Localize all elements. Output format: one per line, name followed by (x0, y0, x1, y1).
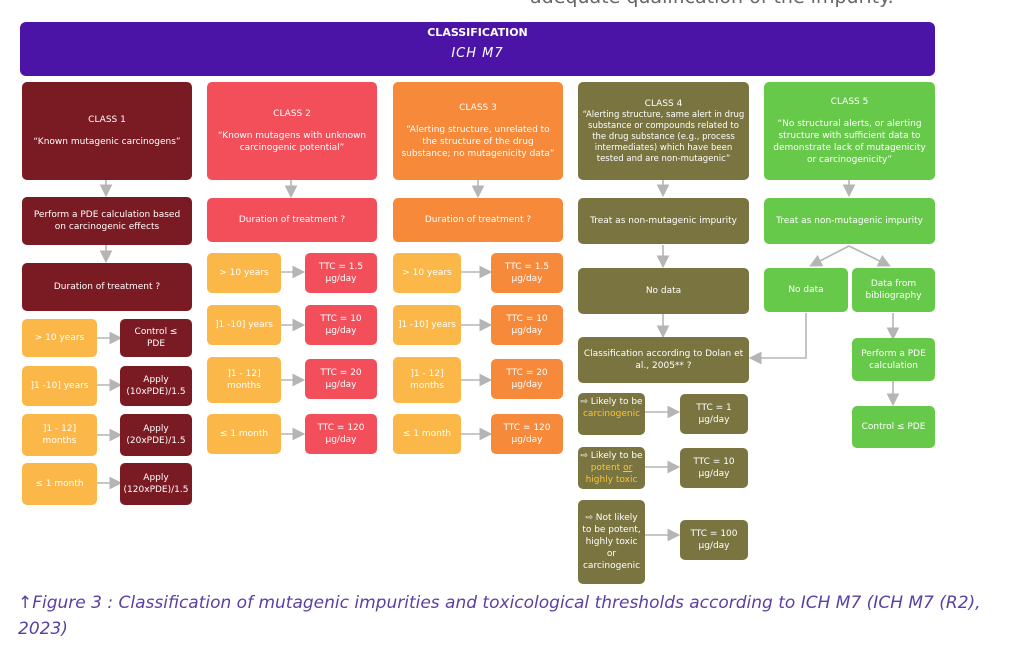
header-subtitle: ICH M7 (451, 46, 504, 61)
class5-description: “No structural alerts, or alerting struc… (773, 119, 926, 165)
class1-title: CLASS 1 (88, 115, 126, 125)
class1-duration-question: Duration of treatment ? (22, 263, 192, 311)
class3-duration-1to12m: ]1 - 12] months (393, 357, 461, 403)
class3-result-le1m: TTC = 120 µg/day (491, 414, 563, 454)
class2-result-1to12m: TTC = 20 µg/day (305, 359, 377, 399)
class4-likely-potent-highlight1: potent (590, 463, 621, 473)
class1-result-1to12m: Apply (20xPDE)/1.5 (120, 414, 192, 456)
class5-pde-calculation: Perform a PDE calculation (852, 338, 935, 381)
class1-duration-le1m: ≤ 1 month (22, 463, 97, 505)
class4-not-likely: ⇨ Not likely to be potent, highly toxic … (578, 500, 645, 584)
class5-title: CLASS 5 (830, 97, 869, 107)
class3-title: CLASS 3 (459, 103, 497, 113)
class5-bibliography-box: Data from bibliography (852, 268, 935, 312)
class2-duration-gt10y: > 10 years (207, 253, 281, 293)
class4-likely-carc-highlight: carcinogenic (582, 409, 641, 419)
class2-result-le1m: TTC = 120 µg/day (305, 414, 377, 454)
class4-header-box: CLASS 4 “Alerting structure, same alert … (578, 82, 749, 180)
class2-duration-1to12m: ]1 - 12] months (207, 357, 281, 403)
class2-duration-le1m: ≤ 1 month (207, 414, 281, 454)
class2-description: “Known mutagens with unknown carcinogeni… (217, 131, 367, 153)
class1-duration-1to10y: ]1 -10] years (22, 366, 97, 406)
class4-likely-potent-highlight2: highly toxic (585, 475, 638, 485)
class5-control-pde: Control ≤ PDE (852, 406, 935, 448)
class1-duration-gt10y: > 10 years (22, 319, 97, 357)
class4-result-ttc1: TTC = 1 µg/day (680, 394, 748, 434)
class4-likely-carcinogenic: ⇨ Likely to be carcinogenic (578, 393, 645, 435)
class1-duration-1to12m: ]1 - 12] months (22, 414, 97, 456)
header-title: CLASSIFICATION (427, 26, 528, 39)
class1-description: “Known mutagenic carcinogens” (33, 137, 181, 147)
class1-result-le1m: Apply (120xPDE)/1.5 (120, 463, 192, 505)
class1-result-1to10y: Apply (10xPDE)/1.5 (120, 366, 192, 406)
class4-result-ttc10: TTC = 10 µg/day (680, 448, 748, 488)
class4-treat-box: Treat as non-mutagenic impurity (578, 198, 749, 244)
class5-no-data-box: No data (764, 268, 848, 312)
class3-result-gt10y: TTC = 1.5 µg/day (491, 253, 563, 293)
class2-duration-question: Duration of treatment ? (207, 198, 377, 242)
figure-caption: ↑Figure 3 : Classification of mutagenic … (18, 593, 981, 639)
class2-result-1to10y: TTC = 10 µg/day (305, 305, 377, 345)
class3-description: “Alerting structure, unrelated to the st… (401, 125, 555, 159)
class4-dolan-classification: Classification according to Dolan et al.… (578, 337, 749, 383)
class4-result-ttc100: TTC = 100 µg/day (680, 520, 748, 560)
class2-title: CLASS 2 (273, 109, 311, 119)
class1-header-box: CLASS 1 “Known mutagenic carcinogens” (22, 82, 192, 180)
class3-duration-le1m: ≤ 1 month (393, 414, 461, 454)
top-text-fragment: adequate qualification of the impurity. (530, 0, 894, 8)
class4-title: CLASS 4 (644, 98, 683, 109)
class2-header-box: CLASS 2 “Known mutagens with unknown car… (207, 82, 377, 180)
class1-result-gt10y: Control ≤ PDE (120, 319, 192, 357)
class1-pde-step: Perform a PDE calculation based on carci… (22, 197, 192, 245)
class4-likely-potent-or: or (623, 463, 633, 473)
header-banner: CLASSIFICATION ICH M7 (20, 22, 935, 76)
class5-treat-box: Treat as non-mutagenic impurity (764, 198, 935, 244)
class3-result-1to10y: TTC = 10 µg/day (491, 305, 563, 345)
class4-likely-potent-prefix: ⇨ Likely to be (580, 451, 643, 461)
class2-result-gt10y: TTC = 1.5 µg/day (305, 253, 377, 293)
class4-likely-potent: ⇨ Likely to be potent or highly toxic (578, 447, 645, 489)
class4-description: “Alerting structure, same alert in drug … (582, 109, 745, 164)
class3-duration-gt10y: > 10 years (393, 253, 461, 293)
class3-duration-question: Duration of treatment ? (393, 198, 563, 242)
class2-duration-1to10y: ]1 -10] years (207, 305, 281, 345)
class3-header-box: CLASS 3 “Alerting structure, unrelated t… (393, 82, 563, 180)
class4-no-data-box: No data (578, 268, 749, 314)
class3-result-1to12m: TTC = 20 µg/day (491, 359, 563, 399)
class3-duration-1to10y: ]1 -10] years (393, 305, 461, 345)
class4-likely-carc-prefix: ⇨ Likely to be (580, 397, 643, 407)
class5-header-box: CLASS 5 “No structural alerts, or alerti… (764, 82, 935, 180)
